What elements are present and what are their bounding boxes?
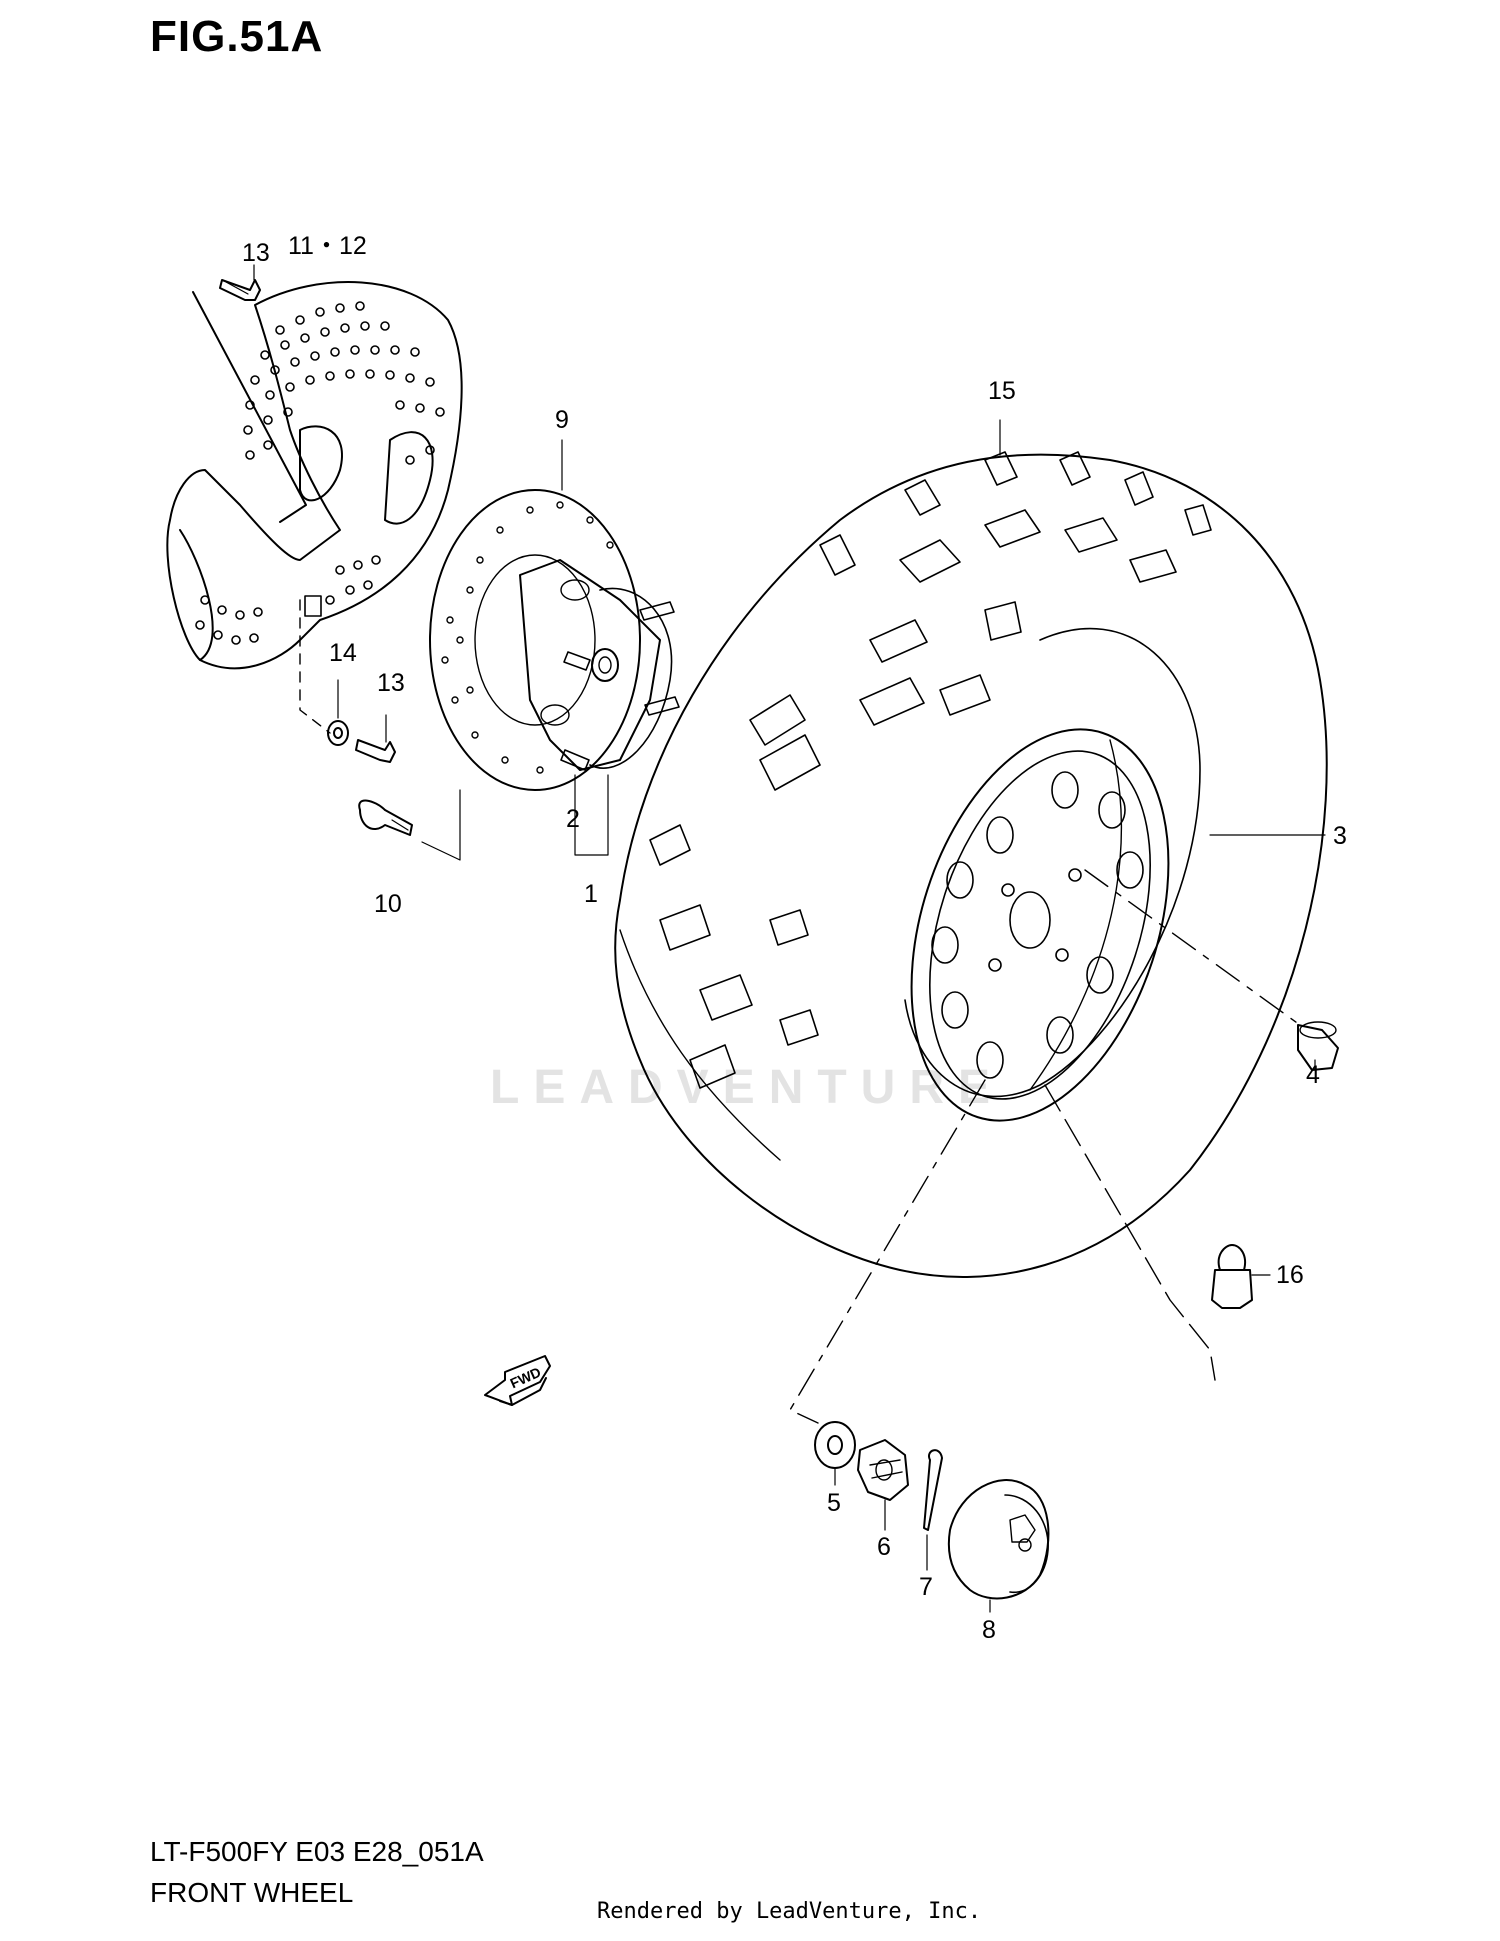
- castle-nut-6: [857, 1439, 909, 1501]
- callout-10: 10: [374, 890, 402, 918]
- callout-5: 5: [827, 1489, 841, 1517]
- tire: [614, 451, 1328, 1278]
- callout-4: 4: [1306, 1061, 1320, 1089]
- leadventure-watermark: LEADVENTURE: [490, 1061, 1005, 1114]
- leader-14-dash: [299, 599, 331, 734]
- callout-14: 14: [329, 639, 357, 667]
- callout-7: 7: [919, 1573, 933, 1601]
- callout-16: 16: [1276, 1261, 1304, 1289]
- tire-valve: [1211, 1244, 1253, 1309]
- wheel-rim: [910, 728, 1170, 1122]
- rendered-by-credit: Rendered by LeadVenture, Inc.: [597, 1899, 982, 1924]
- callout-8: 8: [982, 1616, 996, 1644]
- hub-cap: [947, 1479, 1050, 1600]
- leader-2: [574, 774, 609, 856]
- tire-tread-lugs: [649, 451, 1212, 1089]
- bolt-10: [358, 799, 413, 836]
- washer-5: [814, 1421, 856, 1469]
- diagram-code: LT-F500FY E03 E28_051A: [150, 1836, 484, 1867]
- leader-10: [421, 789, 461, 861]
- leader-4-dash: [1084, 869, 1301, 1026]
- callout-1: 1: [584, 880, 598, 908]
- brake-disc-cover: [166, 281, 463, 670]
- callout-15: 15: [988, 377, 1016, 405]
- callout-6: 6: [877, 1533, 891, 1561]
- callout-3: 3: [1333, 822, 1347, 850]
- leader-axle-dash: [789, 1079, 986, 1424]
- wheel-nut: [1297, 1021, 1339, 1071]
- washer-14: [327, 720, 349, 746]
- callout-13-lower: 13: [377, 669, 405, 697]
- leader-11-12-cover: [192, 291, 307, 523]
- cotter-pin: [923, 1449, 943, 1531]
- cover-perforations: [195, 301, 445, 645]
- fwd-arrow-icon: FWD: [484, 1355, 551, 1406]
- bolt-13-top: [219, 279, 261, 301]
- callout-13-top: 13: [242, 239, 270, 267]
- bolt-13-lower: [355, 739, 396, 763]
- callout-11-12: 11・12: [288, 232, 367, 260]
- hub: [519, 559, 680, 771]
- callout-9: 9: [555, 406, 569, 434]
- diagram-title: FRONT WHEEL: [150, 1877, 354, 1908]
- callout-2: 2: [566, 805, 580, 833]
- figure-title: FIG.51A: [150, 12, 324, 61]
- leader-valve-dash: [1044, 1084, 1216, 1381]
- brake-disc: [429, 489, 641, 791]
